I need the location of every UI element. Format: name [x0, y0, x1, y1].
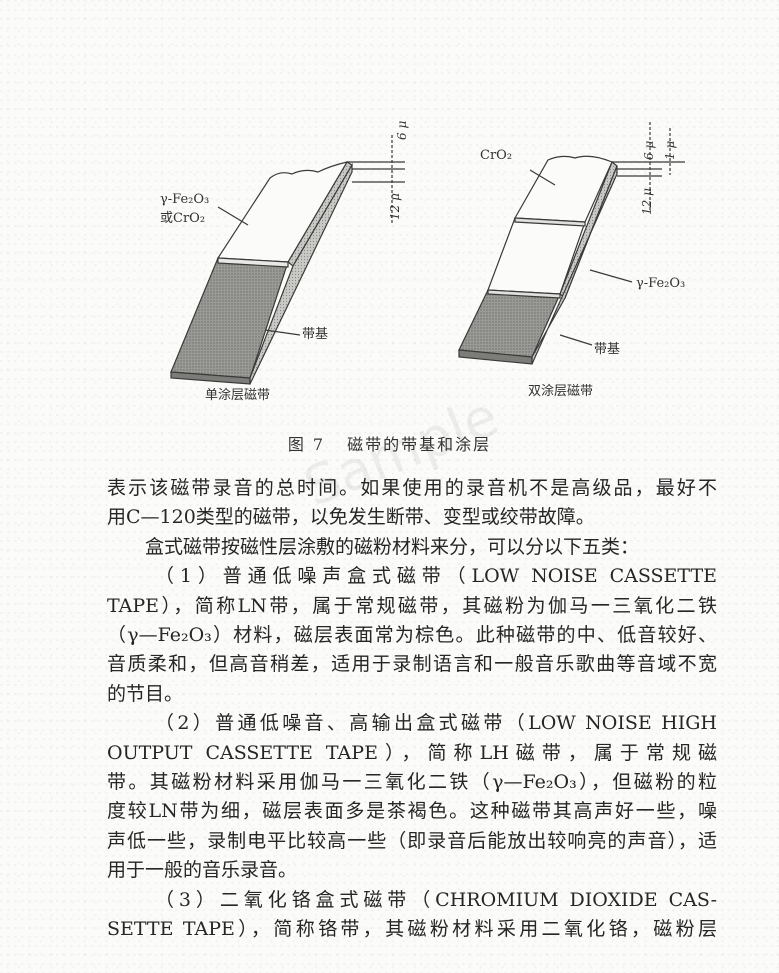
figure-7: γ-Fe₂O₃ 或CrO₂ 带基 6 μ 12 μ 单涂层磁带 CrO₂ γ-F… — [0, 0, 779, 460]
text-line: 表示该磁带录音的总时间。如果使用的录音机不是高级品，最好不 — [107, 477, 717, 499]
double-base-label: 带基 — [594, 342, 621, 357]
figure-caption: 图 7 磁带的带基和涂层 — [0, 431, 779, 455]
double-dim-side-label: 1 μ — [663, 140, 677, 160]
text-line: 度较LN带为细，磁层表面多是茶褐色。这种磁带其高声好一些，噪 — [107, 800, 717, 823]
text-line: 用C—120类型的磁带，以免发生断带、变型或绞带故障。 — [107, 506, 595, 529]
text-line: 声低一些，录制电平比较高一些（即录音后能放出较响亮的声音），适 — [107, 829, 717, 852]
figure-number: 图 7 — [287, 435, 326, 454]
figure-caption-text: 磁带的带基和涂层 — [347, 435, 492, 454]
text-line: OUTPUT CASSETTE TAPE），简称LH磁带，属于常规磁 — [107, 741, 717, 764]
double-dim-bottom-label: 12 μ — [640, 188, 654, 215]
text-line: （3）二氧化铬盒式磁带（CHROMIUM DIOXIDE CAS- — [155, 888, 717, 911]
text-line: 用于一般的音乐录音。 — [107, 859, 298, 882]
double-middle-layer-label: γ-Fe₂O₃ — [636, 276, 686, 291]
text-line: TAPE），简称LN带，属于常规磁带，其磁粉为伽马一三氧化二铁 — [107, 594, 717, 617]
double-top-layer-label: CrO₂ — [480, 148, 513, 163]
tape-diagram-illustration — [170, 122, 685, 385]
double-dim-top-label: 6 μ — [642, 140, 656, 160]
single-coating-tape — [170, 135, 405, 385]
text-line: 盒式磁带按磁性层涂敷的磁粉材料来分，可以分以下五类： — [145, 535, 640, 558]
double-coating-tape — [458, 122, 685, 365]
single-coating-title: 单涂层磁带 — [205, 388, 271, 403]
text-line: 带。其磁粉材料采用伽马一三氧化二铁（γ—Fe₂O₃），但磁粉的粒 — [107, 771, 717, 794]
single-base-label: 带基 — [302, 327, 329, 342]
text-line: （γ—Fe₂O₃）材料，磁层表面常为棕色。此种磁带的中、低音较好、 — [107, 624, 717, 647]
text-line: （1）普通低噪声盒式磁带（LOW NOISE CASSETTE — [155, 565, 717, 588]
single-coating-layer-label: γ-Fe₂O₃ 或CrO₂ — [160, 192, 210, 226]
single-dim-top-label: 6 μ — [395, 120, 409, 140]
text-line: SETTE TAPE），简称铬带，其磁粉材料采用二氧化铬，磁粉层 — [107, 918, 717, 941]
single-dim-bottom-label: 12 μ — [388, 193, 402, 220]
body-text: 表示该磁带录音的总时间。如果使用的录音机不是高级品，最好不 用C—120类型的磁… — [107, 474, 717, 945]
text-line: （2）普通低噪音、高输出盒式磁带（LOW NOISE HIGH — [155, 712, 717, 735]
text-line: 的节目。 — [107, 682, 184, 705]
double-coating-title: 双涂层磁带 — [528, 384, 594, 399]
text-line: 音质柔和，但高音稍差，适用于录制语言和一般音乐歌曲等音域不宽 — [107, 653, 717, 676]
